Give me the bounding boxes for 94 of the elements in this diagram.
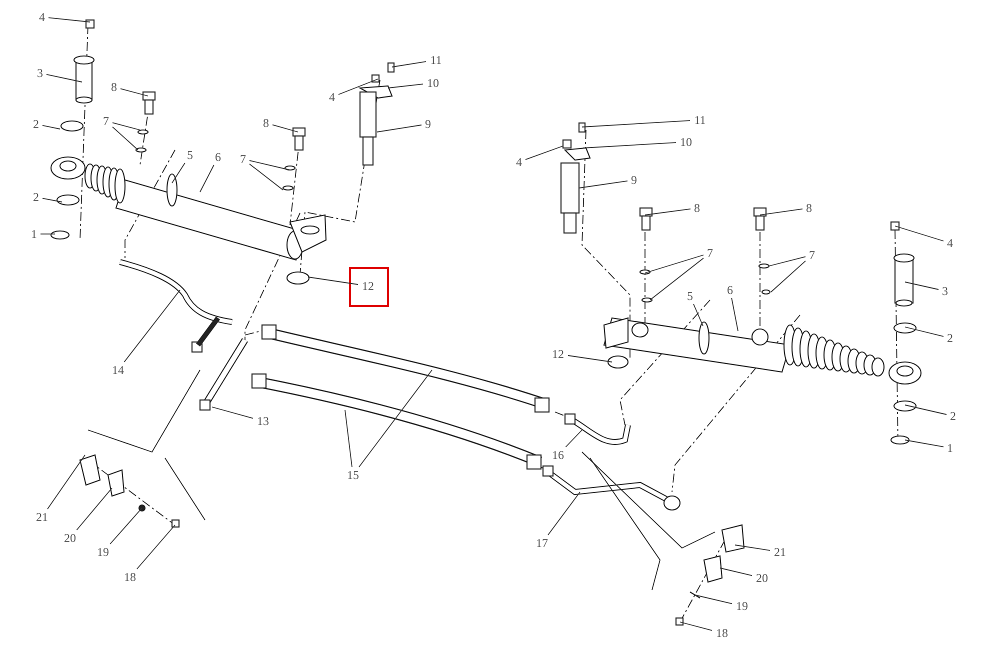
callout-number: 2 [32, 191, 40, 203]
callout-number: 7 [706, 247, 714, 259]
callout-number: 2 [32, 118, 40, 130]
leader-line [720, 568, 752, 576]
leader-line [760, 208, 803, 216]
leader-line [272, 124, 298, 132]
leader-line [568, 355, 612, 362]
leader-line [565, 430, 582, 448]
callout-number: 4 [38, 11, 46, 23]
callout-number: 21 [773, 546, 787, 558]
callout-number: 7 [102, 115, 110, 127]
leader-line [693, 304, 704, 326]
leader-line [344, 410, 352, 468]
callout-number: 8 [262, 117, 270, 129]
callout-number: 8 [694, 202, 700, 214]
leader-line [582, 120, 690, 128]
callout-number: 20 [63, 532, 77, 544]
leader-line [392, 61, 426, 68]
callout-number: 19 [96, 546, 110, 558]
leader-line [46, 74, 82, 82]
callout-number: 7 [808, 249, 816, 261]
callout-number: 19 [735, 600, 749, 612]
leader-line [172, 162, 186, 184]
leader-line [200, 164, 214, 192]
leader-line [694, 594, 732, 604]
callout-number: 20 [755, 572, 769, 584]
leader-line [358, 370, 432, 468]
callout-number: 21 [35, 511, 49, 523]
callout-number: 5 [186, 149, 194, 161]
callout-number: 3 [942, 285, 948, 297]
leader-line [680, 622, 712, 631]
leader-line [734, 544, 770, 551]
leader-line [904, 440, 944, 448]
leader-line [582, 142, 676, 148]
leader-line [112, 126, 138, 150]
leader-line [644, 208, 691, 216]
callout-number: 13 [256, 415, 270, 427]
leader-line [904, 404, 947, 415]
callout-number: 10 [426, 77, 440, 89]
leader-line [578, 180, 628, 188]
leader-line [904, 326, 944, 337]
callout-number: 2 [946, 332, 954, 344]
callout-number: 1 [30, 228, 38, 240]
callout-number: 1 [946, 442, 954, 454]
callout-number: 8 [806, 202, 812, 214]
callout-number: 12 [551, 348, 565, 360]
callout-number: 2 [950, 410, 956, 422]
callout-number: 18 [123, 571, 137, 583]
leader-line [42, 124, 60, 130]
leader-line [338, 78, 378, 95]
callout-number: 8 [110, 81, 118, 93]
leader-line [47, 454, 86, 510]
leader-line [768, 256, 806, 266]
leader-line [120, 88, 148, 96]
callout-number: 4 [946, 237, 954, 249]
leader-line [904, 282, 939, 290]
leader-line [42, 198, 62, 202]
callout-number: 16 [551, 449, 565, 461]
callout-number: 12 [361, 280, 375, 292]
callout-number: 4 [328, 91, 336, 103]
leader-line [525, 146, 564, 160]
leader-line [548, 492, 580, 536]
leader-line [731, 298, 738, 332]
callout-number: 6 [726, 284, 734, 296]
leader-line [249, 164, 284, 190]
leader-line [644, 254, 704, 274]
callout-number: 10 [679, 136, 693, 148]
callout-number: 3 [36, 67, 44, 79]
callout-number: 17 [535, 537, 549, 549]
callout-number: 7 [240, 153, 246, 165]
leader-line [894, 226, 944, 242]
callout-number: 18 [715, 627, 729, 639]
leader-line [388, 84, 424, 88]
leader-line [76, 488, 112, 530]
leader-line [112, 122, 140, 130]
callout-number: 11 [429, 54, 443, 66]
callout-number: 9 [630, 174, 638, 186]
callout-number: 9 [424, 118, 432, 130]
leader-line [770, 260, 806, 292]
callout-number: 11 [693, 114, 707, 126]
leader-line [110, 508, 142, 544]
leader-line [212, 406, 254, 419]
callout-number: 4 [516, 156, 522, 168]
leader-line [650, 258, 704, 300]
leader-line [308, 276, 358, 285]
leader-line [136, 524, 176, 570]
callout-number: 14 [111, 364, 125, 376]
callout-number: 6 [214, 151, 222, 163]
callout-number: 5 [686, 290, 694, 302]
callout-number: 15 [346, 469, 360, 481]
leader-line [376, 124, 422, 132]
leader-line [48, 17, 90, 22]
leader-line [124, 290, 180, 362]
leader-line [249, 160, 290, 170]
